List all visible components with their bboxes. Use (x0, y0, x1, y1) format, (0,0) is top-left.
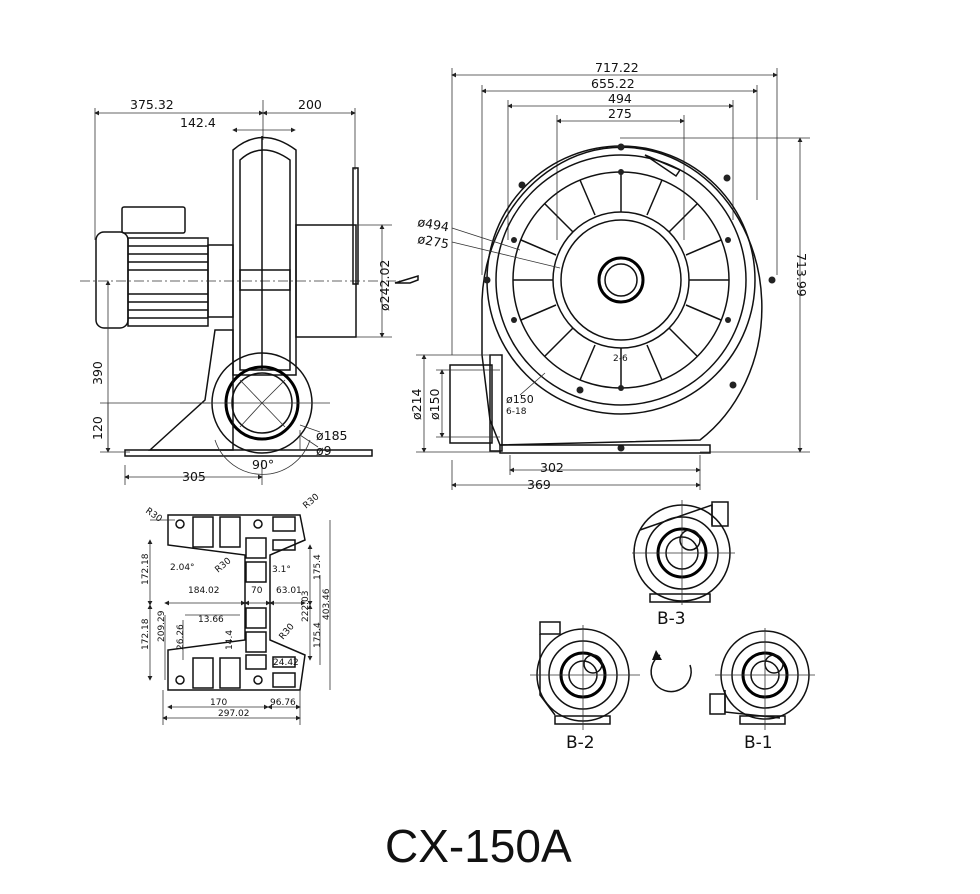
dim-base-r30-c: R30 (214, 556, 234, 575)
front-view: 717.22 655.22 494 275 713.99 713.99 ø494… (409, 60, 810, 492)
dim-front-6-18: 6-18 (506, 407, 527, 417)
dim-front-d150-h: ø150 (506, 393, 534, 406)
dim-front-d275: ø275 (416, 231, 450, 251)
dim-base-26-26: 26.26 (176, 624, 186, 650)
base-view: R30 R30 R30 R30 2.04° 3.1° 172.18 175.4 … (141, 492, 332, 725)
dim-base-170: 170 (210, 698, 227, 708)
orientation-b3 (632, 500, 735, 605)
dim-base-297: 297.02 (218, 709, 250, 719)
dim-base-184: 184.02 (188, 586, 220, 596)
dim-base-172-a: 172.18 (141, 553, 151, 585)
dim-base-172-b: 172.18 (141, 618, 151, 650)
rotation-arrow-icon (650, 650, 692, 693)
dim-front-d494: ø494 (416, 214, 450, 234)
dim-side-375: 375.32 (130, 97, 174, 112)
housing-ribs (513, 172, 729, 388)
dim-side-d9: ø9 (316, 443, 332, 458)
orientation-label-b1: B-1 (744, 733, 773, 753)
dim-front-275: 275 (608, 106, 632, 121)
dim-base-r30-a: R30 (143, 506, 163, 525)
dim-base-24-42: 24.42 (273, 658, 299, 668)
dim-front-494: 494 (608, 91, 632, 106)
dim-front-d214: ø214 (409, 388, 424, 420)
dim-front-655: 655.22 (591, 76, 635, 91)
dim-front-369: 369 (527, 477, 551, 492)
dim-front-302: 302 (540, 460, 564, 475)
dim-front-2-6: 2-6 (613, 354, 628, 364)
housing-bolts (483, 143, 776, 452)
dim-front-d150-v: ø150 (427, 388, 442, 420)
dim-base-r30-d: R30 (278, 622, 297, 642)
dim-base-96: 96.76 (270, 698, 296, 708)
dim-base-14-4: 14.4 (225, 630, 235, 650)
orientation-label-b3: B-3 (657, 609, 686, 629)
dim-side-d185: ø185 (316, 428, 348, 443)
side-view: 375.32 200 142.4 390 120 305 90° ø185 ø9… (80, 97, 419, 485)
dim-base-222: 222.03 (301, 591, 311, 623)
dim-base-3-1: 3.1° (272, 565, 291, 575)
dim-base-209: 209.29 (157, 610, 167, 642)
model-title: CX-150A (385, 820, 572, 872)
dim-base-13-66: 13.66 (198, 615, 224, 625)
dim-side-305: 305 (182, 469, 206, 484)
dim-base-63: 63.01 (276, 586, 302, 596)
dim-base-r30-b: R30 (302, 492, 322, 511)
dim-front-717: 717.22 (595, 60, 639, 75)
dim-base-70: 70 (251, 586, 263, 596)
dim-side-120: 120 (90, 416, 105, 440)
orientation-label-b2: B-2 (566, 733, 595, 753)
orientation-b1 (709, 628, 815, 730)
dim-base-175-a: 175.4 (313, 554, 323, 580)
dim-base-403: 403.46 (322, 588, 332, 620)
dim-side-200: 200 (298, 97, 322, 112)
dim-side-90deg: 90° (252, 457, 274, 472)
orientation-b2 (530, 621, 640, 730)
dim-side-390: 390 (90, 361, 105, 385)
motor-fins (128, 245, 208, 319)
dim-side-142: 142.4 (180, 115, 216, 130)
dim-base-175-b: 175.4 (313, 622, 323, 648)
dim-front-713-label: 713.99 (794, 253, 809, 297)
dim-side-d242: ø242.02 (377, 260, 392, 311)
dim-base-2-04: 2.04° (170, 563, 195, 573)
